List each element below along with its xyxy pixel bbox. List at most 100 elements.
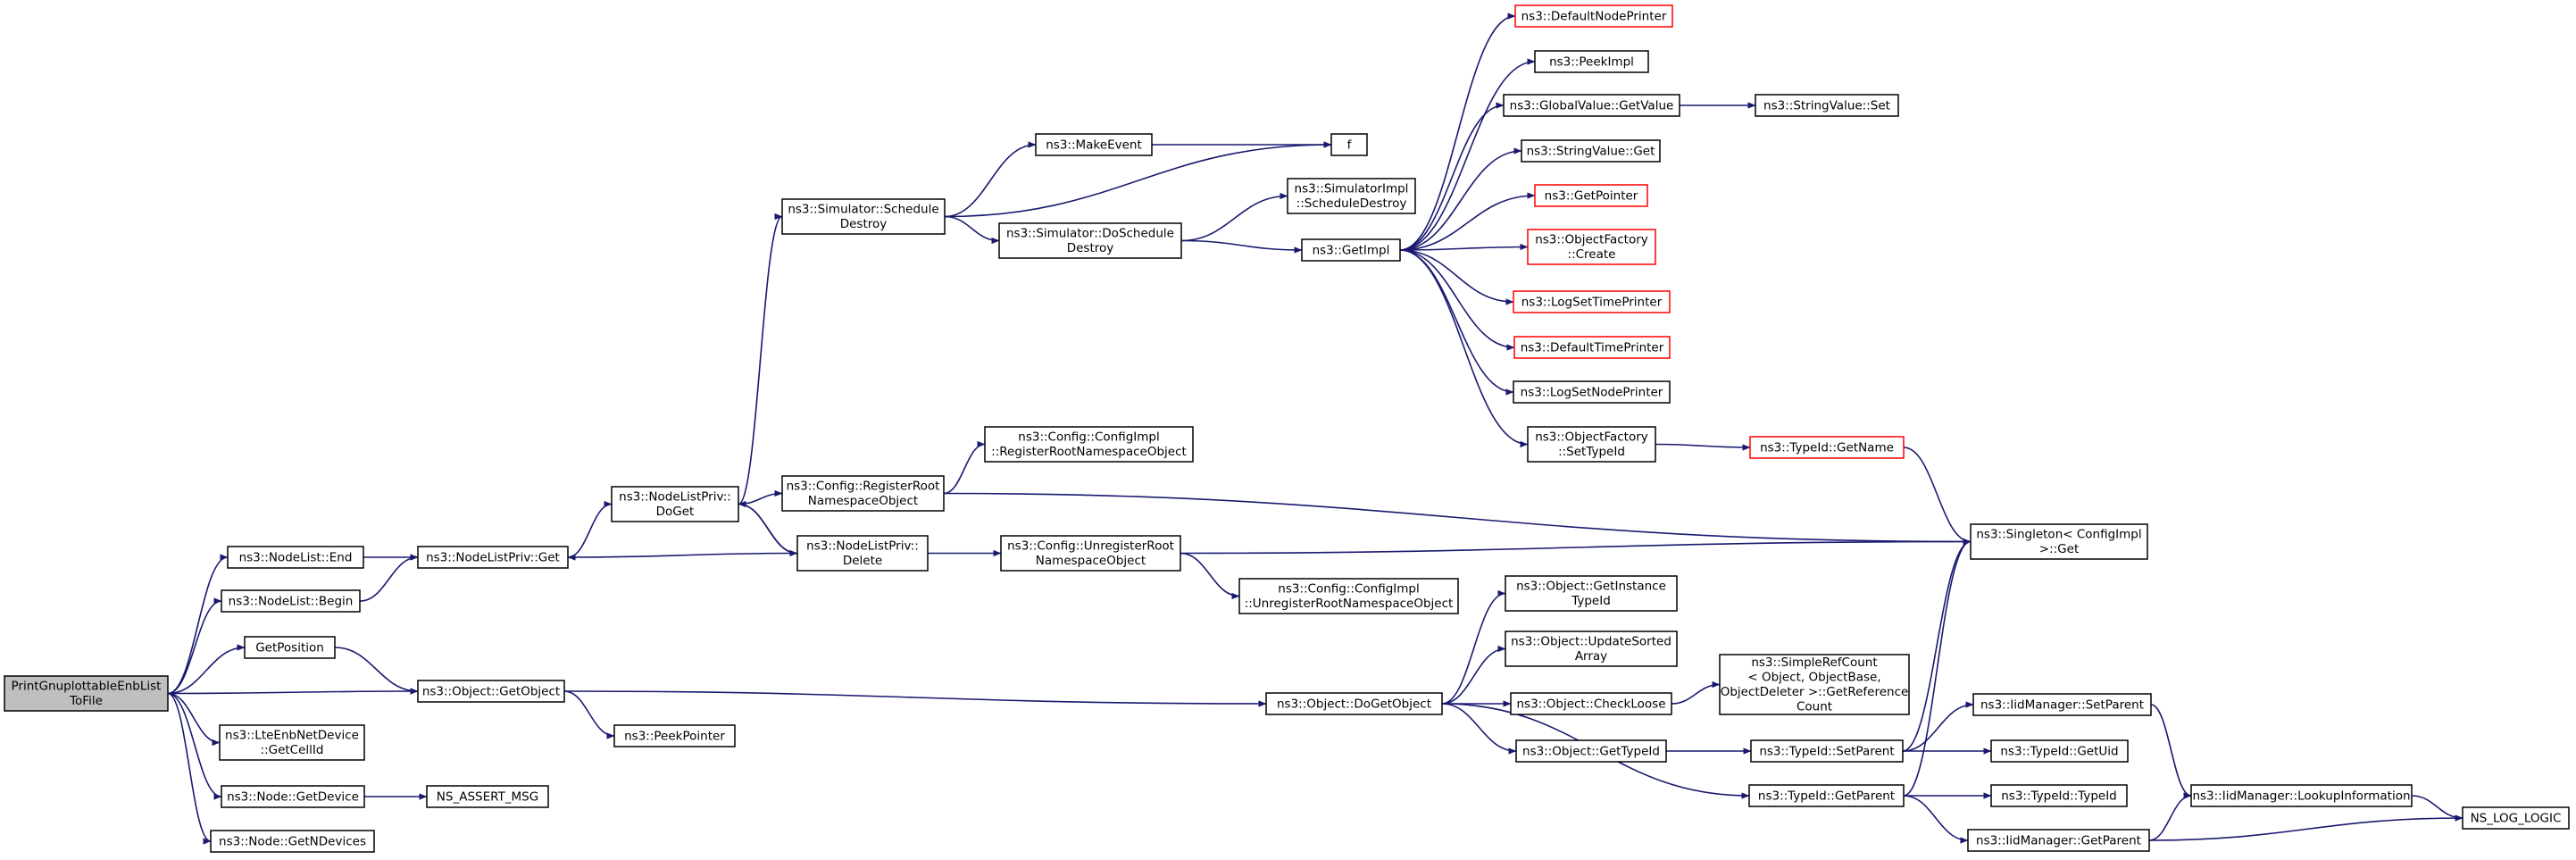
edge-getimpl-to-gv-getvalue xyxy=(1399,102,1505,251)
node-label: ns3::SimulatorImpl xyxy=(1295,182,1409,196)
node-label: ns3::LogSetNodePrinter xyxy=(1521,385,1663,399)
edge-iid-lookup-to-ns-log-logic xyxy=(2411,795,2463,822)
node-box xyxy=(417,680,565,703)
node-ci-reg[interactable]: ns3::Config::ConfigImpl::RegisterRootNam… xyxy=(984,426,1194,463)
node-defnodeprinter[interactable]: ns3::DefaultNodePrinter xyxy=(1514,4,1673,28)
node-obj-getobj[interactable]: ns3::Object::GetObject xyxy=(417,680,565,703)
node-getpointer[interactable]: ns3::GetPointer xyxy=(1534,184,1648,207)
node-of-create[interactable]: ns3::ObjectFactory::Create xyxy=(1527,229,1656,265)
node-label: GetPosition xyxy=(255,640,324,655)
node-getpos[interactable]: GetPosition xyxy=(244,636,336,659)
node-logsetnode[interactable]: ns3::LogSetNodePrinter xyxy=(1513,380,1671,404)
node-gv-getvalue[interactable]: ns3::GlobalValue::GetValue xyxy=(1503,94,1680,117)
edge-getimpl-to-deftimeprinter xyxy=(1399,249,1515,351)
node-label: ns3::GetImpl xyxy=(1313,243,1390,257)
node-label: ns3::TypeId::SetParent xyxy=(1759,744,1894,758)
node-tid-setparent[interactable]: ns3::TypeId::SetParent xyxy=(1750,739,1904,763)
node-label: NS_ASSERT_MSG xyxy=(437,789,538,804)
node-box xyxy=(611,486,739,522)
node-deftimeprinter[interactable]: ns3::DefaultTimePrinter xyxy=(1513,336,1671,359)
node-box xyxy=(781,475,945,512)
node-sim-sched[interactable]: ns3::Simulator::ScheduleDestroy xyxy=(781,198,946,235)
node-nlp-delete[interactable]: ns3::NodeListPriv::Delete xyxy=(796,535,929,572)
node-of-settypeid[interactable]: ns3::ObjectFactory::SetTypeId xyxy=(1527,426,1656,463)
node-box xyxy=(1534,50,1649,73)
edge-nlp-doget-to-reg-root xyxy=(738,489,783,505)
node-logsettime[interactable]: ns3::LogSetTimePrinter xyxy=(1513,290,1671,313)
node-srefcount[interactable]: ns3::SimpleRefCount< Object, ObjectBase,… xyxy=(1719,654,1910,715)
node-label: ns3::Node::GetDevice xyxy=(227,789,359,804)
node-label: ns3::TypeId::GetName xyxy=(1760,440,1894,455)
edge-getpos-to-obj-getobj xyxy=(334,647,419,695)
node-nl-begin[interactable]: ns3::NodeList::Begin xyxy=(221,589,361,613)
node-sv-get[interactable]: ns3::StringValue::Get xyxy=(1521,139,1661,163)
edge-obj-dogetobj-to-obj-updsorted xyxy=(1441,645,1506,705)
node-iid-getparent[interactable]: ns3::IidManager::GetParent xyxy=(1967,829,2150,852)
node-ci-unreg[interactable]: ns3::Config::ConfigImpl::UnregisterRootN… xyxy=(1238,578,1459,614)
edges xyxy=(167,13,2463,845)
node-peekimpl[interactable]: ns3::PeekImpl xyxy=(1534,50,1649,73)
node-box xyxy=(1748,784,1905,807)
node-simimpl-sched[interactable]: ns3::SimulatorImpl::ScheduleDestroy xyxy=(1287,178,1416,214)
node-singleton[interactable]: ns3::Singleton< ConfigImpl>::Get xyxy=(1970,523,2148,560)
node-getdev[interactable]: ns3::Node::GetDevice xyxy=(221,785,365,808)
node-reg-root[interactable]: ns3::Config::RegisterRootNamespaceObject xyxy=(781,475,945,512)
node-peekptr[interactable]: ns3::PeekPointer xyxy=(613,724,736,747)
node-label: ns3::TypeId::TypeId xyxy=(2001,789,2117,803)
node-box xyxy=(244,636,336,659)
node-lte[interactable]: ns3::LteEnbNetDevice::GetCellId xyxy=(219,724,365,761)
node-tid-getname[interactable]: ns3::TypeId::GetName xyxy=(1749,436,1905,459)
node-box xyxy=(1513,290,1671,313)
node-box xyxy=(2462,806,2570,830)
node-iid-setparent[interactable]: ns3::IidManager::SetParent xyxy=(1972,693,2152,716)
node-iid-lookup[interactable]: ns3::IidManager::LookupInformation xyxy=(2190,784,2413,807)
node-box xyxy=(1513,380,1671,404)
node-label: Destroy xyxy=(1067,241,1114,255)
node-obj-dogetobj[interactable]: ns3::Object::DoGetObject xyxy=(1265,692,1443,715)
node-label: ns3::TypeId::GetParent xyxy=(1758,789,1895,803)
edge-sim-sched-to-makeevent xyxy=(944,141,1037,218)
node-label: Destroy xyxy=(840,217,888,231)
node-nlp-get[interactable]: ns3::NodeListPriv::Get xyxy=(417,546,569,569)
node-sv-set[interactable]: ns3::StringValue::Set xyxy=(1755,94,1899,117)
node-box xyxy=(227,546,364,569)
edge-tid-setparent-to-iid-setparent xyxy=(1902,701,1974,752)
node-nl-end[interactable]: ns3::NodeList::End xyxy=(227,546,364,569)
node-box xyxy=(1513,336,1671,359)
node-nlp-doget[interactable]: ns3::NodeListPriv::DoGet xyxy=(611,486,739,522)
edge-reg-root-to-singleton xyxy=(943,492,1972,546)
node-box xyxy=(1750,739,1904,763)
edge-tid-setparent-to-singleton xyxy=(1902,538,1972,752)
node-label: ns3::StringValue::Get xyxy=(1527,144,1655,158)
node-box xyxy=(2190,784,2413,807)
node-obj-gettypeid[interactable]: ns3::Object::GetTypeId xyxy=(1515,739,1667,763)
node-assert[interactable]: NS_ASSERT_MSG xyxy=(426,785,549,808)
node-getndev[interactable]: ns3::Node::GetNDevices xyxy=(210,830,375,853)
node-makeevent[interactable]: ns3::MakeEvent xyxy=(1035,133,1153,156)
node-box xyxy=(1527,229,1656,265)
node-box xyxy=(1534,184,1648,207)
edge-getimpl-to-logsetnode xyxy=(1399,249,1514,396)
node-label: ns3::Singleton< ConfigImpl xyxy=(1976,528,2141,542)
edge-getimpl-to-defnodeprinter xyxy=(1399,13,1516,251)
node-label: ns3::Node::GetNDevices xyxy=(219,834,366,848)
node-ns-log-logic[interactable]: NS_LOG_LOGIC xyxy=(2462,806,2570,830)
node-tid-getuid[interactable]: ns3::TypeId::GetUid xyxy=(1990,739,2129,763)
node-label: ns3::GetPointer xyxy=(1545,188,1638,203)
node-box xyxy=(1238,578,1459,614)
node-label: NS_LOG_LOGIC xyxy=(2471,811,2562,825)
node-unreg-root[interactable]: ns3::Config::UnregisterRootNamespaceObje… xyxy=(1000,535,1181,572)
node-f[interactable]: f xyxy=(1330,133,1368,156)
node-box xyxy=(426,785,549,808)
edge-sim-dosched-to-simimpl-sched xyxy=(1180,192,1288,242)
node-tid-typeid[interactable]: ns3::TypeId::TypeId xyxy=(1990,784,2128,807)
node-label: >::Get xyxy=(2039,542,2079,556)
node-obj-checkloose[interactable]: ns3::Object::CheckLoose xyxy=(1510,692,1672,715)
node-tid-getparent[interactable]: ns3::TypeId::GetParent xyxy=(1748,784,1905,807)
node-getimpl[interactable]: ns3::GetImpl xyxy=(1301,238,1401,262)
